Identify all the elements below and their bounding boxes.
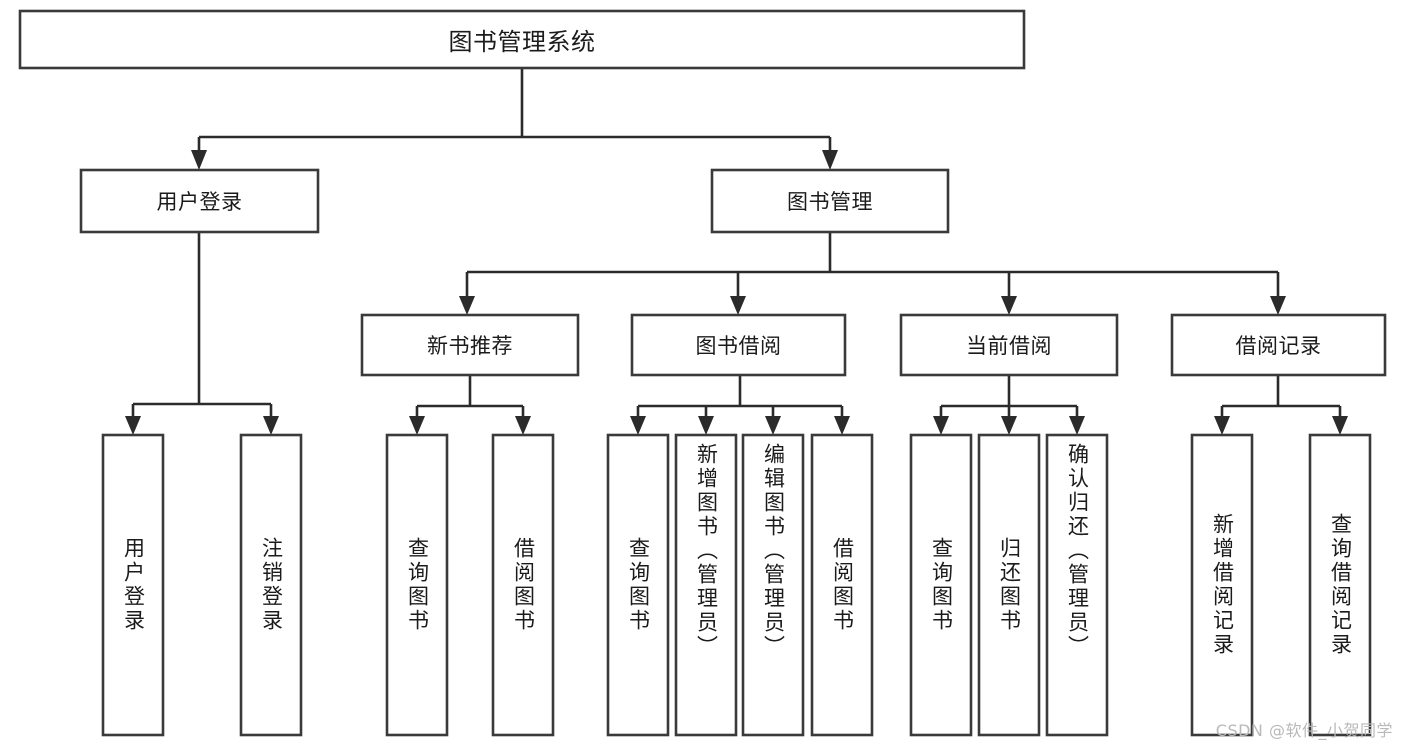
node-box-leaf-query-book-3[interactable] bbox=[909, 433, 973, 737]
node-box-leaf-user-login[interactable] bbox=[101, 433, 165, 737]
watermark-text: CSDN @软件_小贺同学 bbox=[1215, 721, 1393, 740]
arrowhead-leaf-confirm-return bbox=[1069, 416, 1085, 435]
node-box-leaf-borrow-book-2[interactable] bbox=[810, 433, 874, 737]
node-box-leaf-borrow-book-1[interactable] bbox=[491, 433, 555, 737]
arrowhead-leaf-query-book-2 bbox=[630, 416, 646, 435]
edge-book-borrow-to-leaves bbox=[630, 375, 850, 435]
node-box-leaf-query-record[interactable] bbox=[1308, 433, 1372, 737]
arrowhead-leaf-add-record bbox=[1214, 416, 1230, 435]
node-box-book-borrow[interactable] bbox=[630, 313, 847, 377]
arrowhead-user-login bbox=[191, 150, 207, 170]
node-box-leaf-edit-book[interactable] bbox=[741, 433, 805, 737]
arrowhead-current-borrow bbox=[1001, 296, 1017, 315]
edge-user-login-to-leaves bbox=[125, 232, 279, 435]
node-box-borrow-record[interactable] bbox=[1170, 313, 1387, 377]
arrowhead-leaf-query-book-1 bbox=[409, 416, 425, 435]
node-box-current-borrow[interactable] bbox=[899, 313, 1119, 377]
arrowhead-leaf-add-book bbox=[698, 416, 714, 435]
node-box-root[interactable] bbox=[18, 9, 1026, 70]
edge-root-to-level2 bbox=[191, 68, 838, 170]
node-box-leaf-logout[interactable] bbox=[239, 433, 303, 737]
arrowhead-new-book-rec bbox=[459, 296, 475, 315]
edge-borrow-record-to-leaves bbox=[1214, 375, 1348, 435]
node-box-book-manage[interactable] bbox=[710, 168, 950, 234]
arrowhead-leaf-return-book bbox=[1001, 416, 1017, 435]
arrowhead-borrow-record bbox=[1270, 296, 1286, 315]
arrowhead-leaf-logout bbox=[263, 416, 279, 435]
arrowhead-leaf-query-book-3 bbox=[933, 416, 949, 435]
arrowhead-leaf-borrow-book-1 bbox=[515, 416, 531, 435]
node-box-leaf-confirm-return[interactable] bbox=[1045, 433, 1109, 737]
node-box-leaf-query-book-1[interactable] bbox=[385, 433, 449, 737]
node-box-new-book-rec[interactable] bbox=[360, 313, 580, 377]
node-box-leaf-return-book[interactable] bbox=[977, 433, 1041, 737]
edge-book-manage-to-level3 bbox=[459, 232, 1286, 315]
arrowhead-book-borrow bbox=[730, 296, 746, 315]
arrowhead-leaf-borrow-book-2 bbox=[834, 416, 850, 435]
node-box-leaf-query-book-2[interactable] bbox=[606, 433, 670, 737]
arrowhead-leaf-user-login bbox=[125, 416, 141, 435]
arrowhead-leaf-query-record bbox=[1332, 416, 1348, 435]
node-box-leaf-add-book[interactable] bbox=[674, 433, 738, 737]
node-box-leaf-add-record[interactable] bbox=[1190, 433, 1254, 737]
node-box-user-login[interactable] bbox=[79, 168, 320, 234]
arrowhead-leaf-edit-book bbox=[765, 416, 781, 435]
arrowhead-book-manage bbox=[822, 150, 838, 170]
edge-current-borrow-to-leaves bbox=[933, 375, 1085, 435]
edge-new-book-rec-to-leaves bbox=[409, 375, 531, 435]
